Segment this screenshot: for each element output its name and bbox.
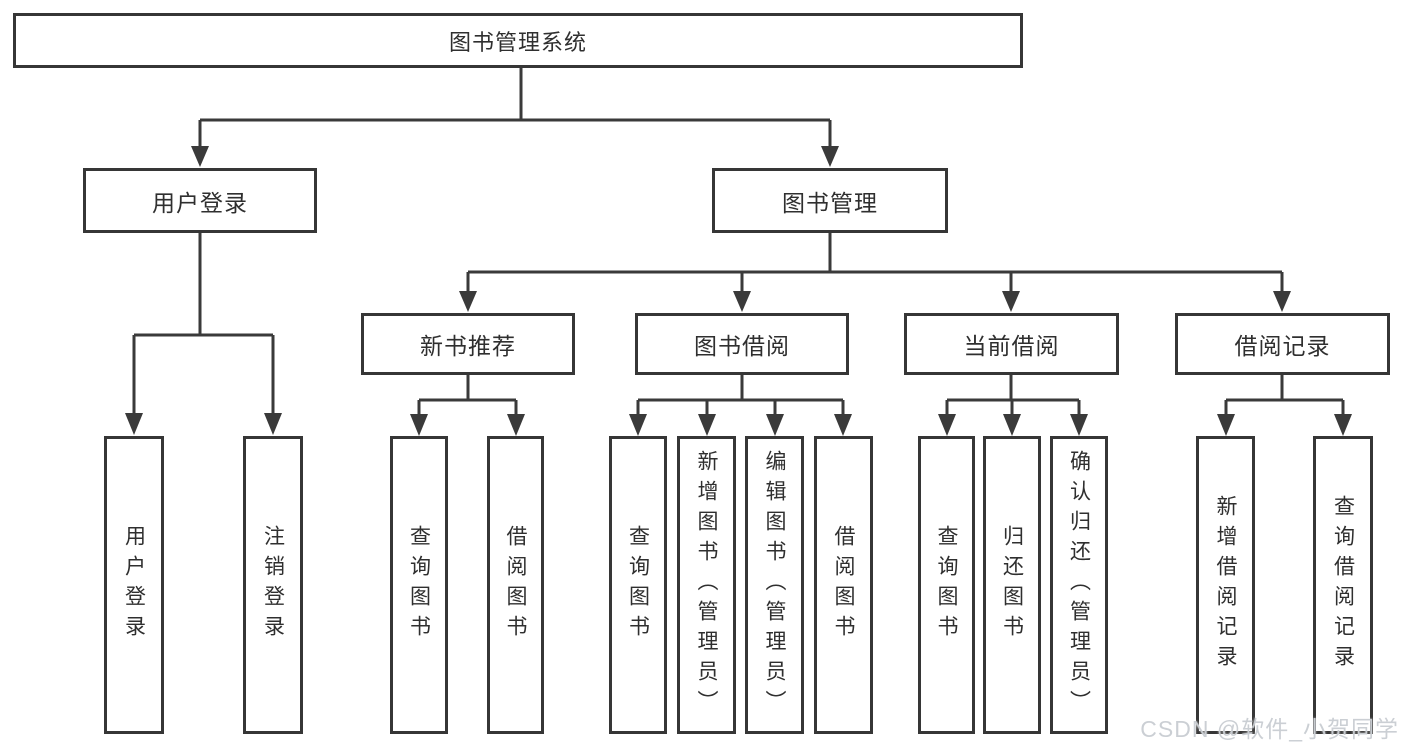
- node-current-borrowing-label: 当前借阅: [963, 333, 1060, 359]
- node-user-login-label: 用户登录: [152, 189, 248, 216]
- node-leaf-query-books-current: 查询图书: [918, 436, 975, 734]
- node-leaf-edit-book-admin: 编辑图书（管理员）: [745, 436, 804, 734]
- node-leaf-add-borrow-record: 新增借阅记录: [1196, 436, 1255, 734]
- connector-borrow-records-to-leaves: [1217, 375, 1352, 436]
- node-leaf-user-login-label: 用户登录: [122, 525, 146, 645]
- node-leaf-add-borrow-record-label: 新增借阅记录: [1214, 495, 1237, 675]
- node-book-management-label: 图书管理: [782, 189, 878, 216]
- node-library-system-label: 图书管理系统: [448, 29, 587, 55]
- node-book-borrowing: 图书借阅: [635, 313, 849, 375]
- node-leaf-borrow-books-borrowing-label: 借阅图书: [832, 525, 855, 645]
- node-leaf-query-books-recommend: 查询图书: [390, 436, 448, 734]
- node-leaf-query-books-borrowing-label: 查询图书: [626, 525, 650, 645]
- node-leaf-return-books: 归还图书: [983, 436, 1041, 734]
- node-book-management: 图书管理: [712, 168, 948, 233]
- node-new-book-recommend: 新书推荐: [361, 313, 575, 375]
- node-leaf-query-borrow-record-label: 查询借阅记录: [1331, 495, 1355, 675]
- connector-new-book-recommend-to-leaves: [410, 375, 525, 436]
- node-leaf-borrow-books-borrowing: 借阅图书: [814, 436, 873, 734]
- csdn-watermark: CSDN @软件_小贺同学: [1140, 716, 1399, 742]
- node-leaf-confirm-return-admin-label: 确认归还（管理员）: [1067, 450, 1091, 720]
- node-borrow-records: 借阅记录: [1175, 313, 1390, 375]
- connector-book-management-to-level3: [459, 233, 1291, 312]
- node-leaf-user-login: 用户登录: [104, 436, 164, 734]
- connector-current-borrowing-to-leaves: [938, 375, 1088, 436]
- node-user-login: 用户登录: [83, 168, 317, 233]
- node-leaf-edit-book-admin-label: 编辑图书（管理员）: [763, 450, 786, 720]
- node-leaf-add-book-admin: 新增图书（管理员）: [677, 436, 736, 734]
- node-current-borrowing: 当前借阅: [904, 313, 1119, 375]
- node-leaf-confirm-return-admin: 确认归还（管理员）: [1050, 436, 1108, 734]
- node-leaf-query-borrow-record: 查询借阅记录: [1313, 436, 1373, 734]
- node-borrow-records-label: 借阅记录: [1234, 333, 1331, 359]
- node-leaf-query-books-borrowing: 查询图书: [609, 436, 667, 734]
- node-leaf-return-books-label: 归还图书: [1000, 525, 1024, 645]
- node-leaf-borrow-books-recommend: 借阅图书: [487, 436, 544, 734]
- node-leaf-borrow-books-recommend-label: 借阅图书: [504, 525, 527, 645]
- node-leaf-logout-label: 注销登录: [261, 525, 285, 645]
- node-library-system: 图书管理系统: [13, 13, 1023, 68]
- node-leaf-query-books-recommend-label: 查询图书: [407, 525, 431, 645]
- connector-root-to-level2: [191, 68, 839, 167]
- node-book-borrowing-label: 图书借阅: [694, 333, 790, 359]
- node-leaf-logout: 注销登录: [243, 436, 303, 734]
- node-leaf-add-book-admin-label: 新增图书（管理员）: [695, 450, 718, 720]
- node-new-book-recommend-label: 新书推荐: [420, 333, 516, 359]
- node-leaf-query-books-current-label: 查询图书: [935, 525, 958, 645]
- connector-user-login-to-leaves: [125, 233, 282, 435]
- connector-book-borrowing-to-leaves: [629, 375, 852, 436]
